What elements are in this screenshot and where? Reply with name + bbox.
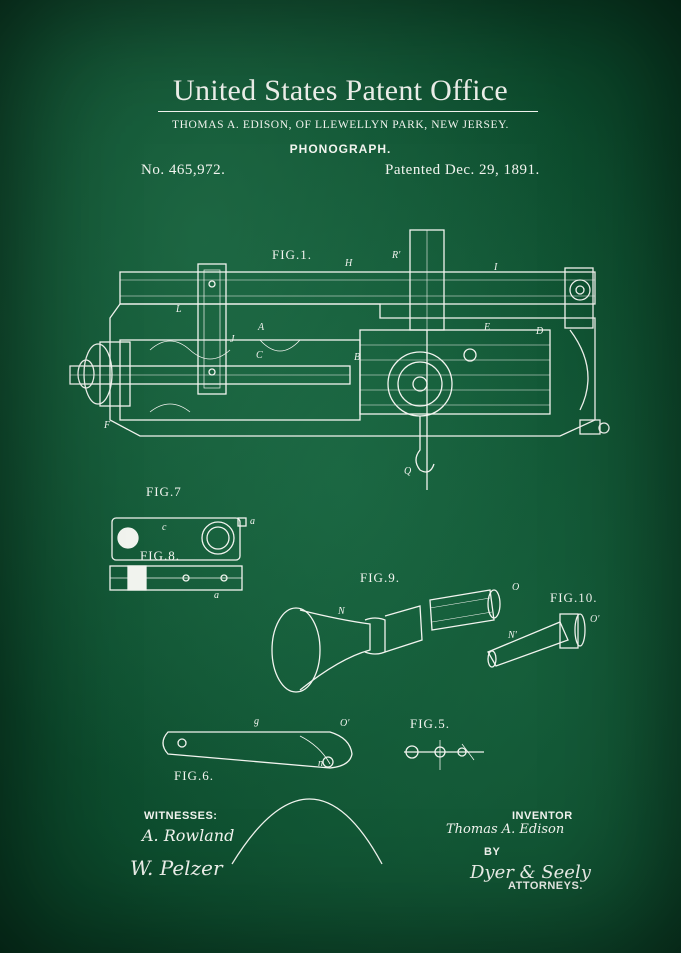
- ref-letter-i: I: [494, 262, 498, 273]
- ref-letter-f: F: [104, 420, 111, 431]
- ref-letter-a-fig7: a: [250, 516, 255, 527]
- fig10-drawing: [487, 613, 586, 668]
- witnesses-label: WITNESSES:: [144, 810, 218, 822]
- ref-letter-g: g: [254, 716, 259, 727]
- ref-letter-q: Q: [404, 466, 412, 477]
- fig8-drawing: [109, 565, 243, 591]
- fig9-label: FIG.9.: [360, 570, 400, 585]
- attorneys-label: ATTORNEYS.: [508, 880, 583, 892]
- inventor-line: THOMAS A. EDISON, OF LLEWELLYN PARK, NEW…: [172, 119, 509, 131]
- title-underline: [158, 111, 538, 112]
- ref-letter-o1-fig6: O': [340, 718, 350, 729]
- ref-letter-o: O: [512, 582, 520, 593]
- ref-letter-b: B: [354, 352, 361, 363]
- fig1-phonograph-drawing: [69, 229, 610, 490]
- fig6-label: FIG.6.: [174, 768, 214, 783]
- ref-letter-e: E: [484, 322, 491, 333]
- ref-letter-n-fig6: n: [318, 758, 323, 769]
- ref-letter-n1: N': [508, 630, 517, 641]
- fig7-label: FIG.7: [146, 484, 182, 499]
- ref-letter-j: J: [230, 334, 235, 345]
- witness-2-signature: W. Pelzer: [130, 856, 223, 880]
- ref-letter-l: L: [176, 304, 182, 315]
- ref-letter-a-fig8: a: [214, 590, 219, 601]
- inventor-label: INVENTOR: [512, 810, 573, 822]
- inventor-signature: Thomas A. Edison: [446, 822, 565, 837]
- fig1-label: FIG.1.: [272, 247, 312, 262]
- ref-letter-c: C: [256, 350, 263, 361]
- ref-letter-r: R': [392, 250, 401, 261]
- fig9-horn-drawing: [271, 589, 501, 693]
- ref-letter-c-fig7: c: [162, 522, 167, 533]
- ref-letter-d: D: [536, 326, 544, 337]
- ref-letter-h: H: [345, 258, 353, 269]
- by-label: BY: [484, 846, 501, 858]
- fig5-drawing: [404, 740, 484, 770]
- fig5-label: FIG.5.: [410, 716, 450, 731]
- witness-1-signature: A. Rowland: [142, 826, 235, 845]
- patent-office-title: United States Patent Office: [173, 74, 508, 107]
- patent-subject: PHONOGRAPH.: [289, 142, 392, 156]
- fig10-label: FIG.10.: [550, 590, 598, 605]
- fig6-drawing: [162, 731, 383, 865]
- fig8-label: FIG.8.: [140, 548, 180, 563]
- ref-letter-n: N: [338, 606, 345, 617]
- fig7-drawing: [111, 517, 247, 561]
- attorney-signature: Dyer & Seely: [470, 862, 591, 883]
- patent-number: No. 465,972.: [141, 162, 226, 178]
- ref-letter-o1: O': [590, 614, 600, 625]
- ref-letter-a: A: [258, 322, 265, 333]
- patent-date: Patented Dec. 29, 1891.: [385, 162, 540, 178]
